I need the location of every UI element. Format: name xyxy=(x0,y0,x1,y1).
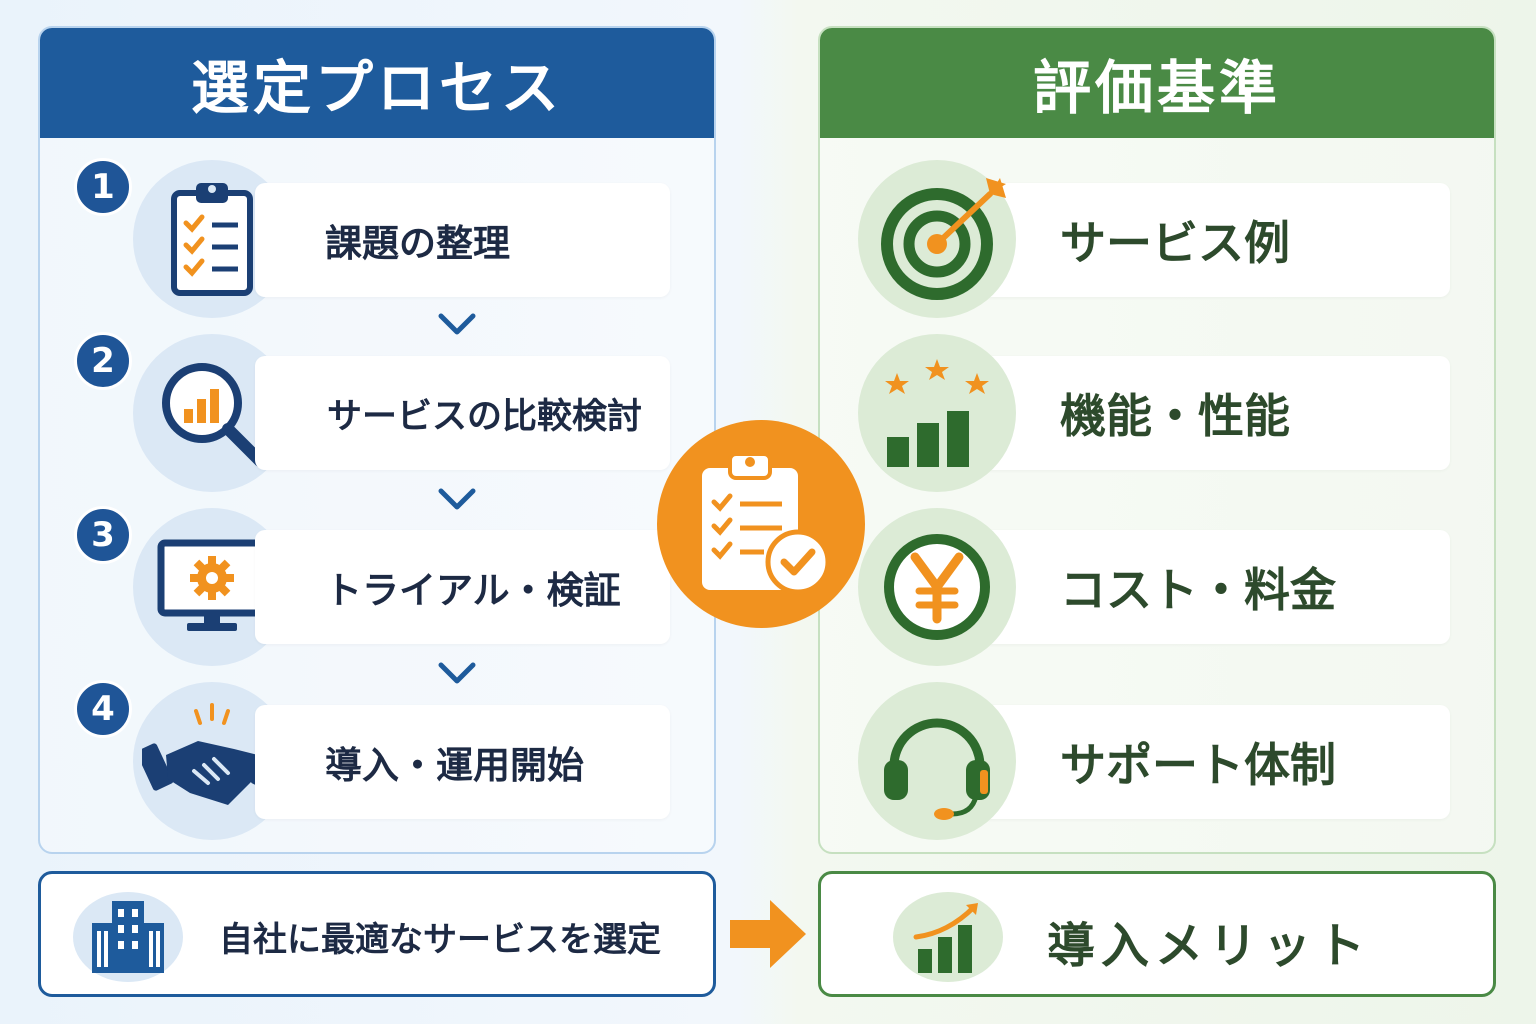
criteria-card-2: 機能・性能 xyxy=(965,356,1450,470)
criteria-label-2: 機能・性能 xyxy=(1060,389,1290,443)
arrow-right-icon xyxy=(730,900,806,968)
step-number-4: 4 xyxy=(74,680,132,738)
process-title: 選定プロセス xyxy=(40,28,714,138)
step-number-2: 2 xyxy=(74,332,132,390)
growth-chart-icon xyxy=(893,892,1003,982)
criteria-card-4: サポート体制 xyxy=(965,705,1450,819)
benefit-box: 導入メリット xyxy=(818,871,1496,997)
step-card-1: 課題の整理 xyxy=(255,183,670,297)
selection-result-label: 自社に最適なサービスを選定 xyxy=(219,920,661,960)
chevron-down-icon xyxy=(438,313,476,335)
target-icon xyxy=(858,160,1016,318)
stars-bar-chart-icon xyxy=(858,334,1016,492)
yen-coin-icon xyxy=(858,508,1016,666)
clipboard-approved-icon xyxy=(657,420,865,628)
criteria-card-3: コスト・料金 xyxy=(965,530,1450,644)
chevron-down-icon xyxy=(438,488,476,510)
step-number-1: 1 xyxy=(74,158,132,216)
criteria-label-3: コスト・料金 xyxy=(1060,563,1336,617)
criteria-label-1: サービス例 xyxy=(1060,216,1290,270)
step-card-3: トライアル・検証 xyxy=(255,530,670,644)
building-icon xyxy=(73,892,183,982)
benefit-label: 導入メリット xyxy=(1047,918,1372,974)
criteria-label-4: サポート体制 xyxy=(1060,738,1336,792)
headset-icon xyxy=(858,682,1016,840)
chevron-down-icon xyxy=(438,662,476,684)
step-label-1: 課題の整理 xyxy=(325,222,510,265)
step-label-2: サービスの比較検討 xyxy=(327,396,643,437)
criteria-card-1: サービス例 xyxy=(965,183,1450,297)
step-card-2: サービスの比較検討 xyxy=(255,356,670,470)
step-number-3: 3 xyxy=(74,506,132,564)
selection-result-box: 自社に最適なサービスを選定 xyxy=(38,871,716,997)
criteria-title: 評価基準 xyxy=(820,28,1494,138)
step-label-4: 導入・運用開始 xyxy=(325,744,584,787)
step-card-4: 導入・運用開始 xyxy=(255,705,670,819)
step-label-3: トライアル・検証 xyxy=(325,569,621,612)
